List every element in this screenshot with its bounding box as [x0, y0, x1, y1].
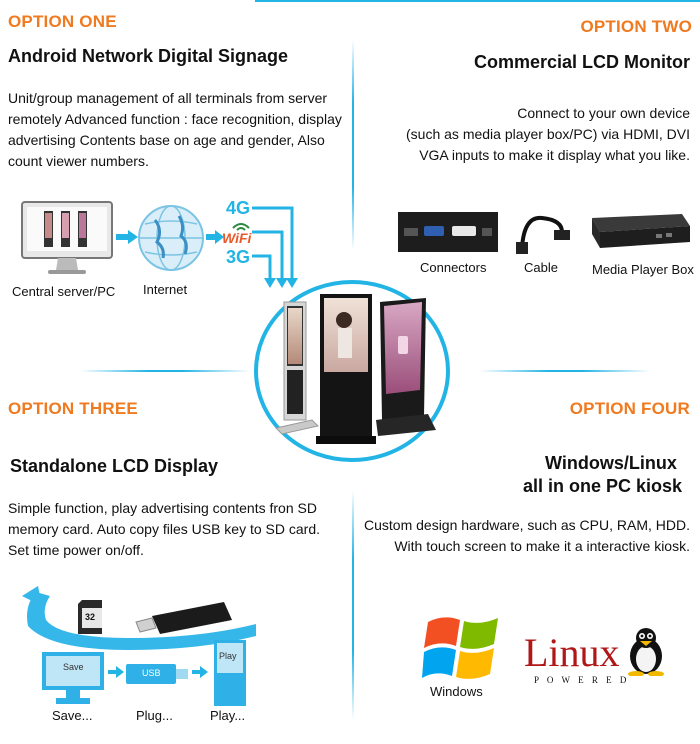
- play-kiosk-label: Play: [219, 651, 237, 661]
- caption-central-server: Central server/PC: [12, 284, 116, 299]
- option-three-desc-line: Simple function, play advertising conten…: [8, 500, 317, 516]
- sd-card-icon: [78, 600, 102, 634]
- caption-play: Play...: [210, 708, 246, 723]
- option-four-label: OPTION FOUR: [569, 399, 690, 418]
- option-three-title: Standalone LCD Display: [10, 456, 219, 476]
- linux-powered-label: P O W E R E D: [534, 675, 630, 685]
- option-three-label: OPTION THREE: [8, 399, 138, 418]
- network-3g-label: 3G: [226, 247, 251, 267]
- option-four-desc-line: With touch screen to make it a interacti…: [394, 538, 690, 554]
- kiosk-displays-image: [254, 280, 450, 462]
- option-two-title: Commercial LCD Monitor: [473, 52, 690, 72]
- option-four-title-line2: all in one PC kiosk: [523, 476, 683, 496]
- option-two-desc-line: Connect to your own device: [517, 105, 690, 121]
- arrow-right-icon: [206, 230, 224, 244]
- option-two-label: OPTION TWO: [580, 17, 692, 36]
- tux-penguin-icon: [628, 628, 664, 676]
- arrow-right-icon: [192, 666, 208, 678]
- play-kiosk-icon: [214, 640, 246, 706]
- linux-wordmark: Linux: [524, 630, 620, 675]
- option-four-desc-line: Custom design hardware, such as CPU, RAM…: [364, 517, 690, 533]
- caption-save: Save...: [52, 708, 93, 723]
- option-one-desc-line: count viewer numbers.: [8, 153, 149, 169]
- option-four-title-line1: Windows/Linux: [545, 453, 677, 473]
- top-right-rule: [255, 0, 700, 2]
- usb-drive-icon: [126, 664, 188, 684]
- option-one-desc-line: Unit/group management of all terminals f…: [8, 90, 328, 106]
- usb-drive-label: USB: [142, 668, 161, 678]
- save-screen-icon: [42, 652, 104, 704]
- connector-panel-icon: [398, 212, 498, 252]
- sd-card-capacity: 32: [85, 612, 96, 622]
- network-arrows: [252, 206, 298, 288]
- save-screen-label: Save: [63, 662, 84, 672]
- divider-left-mid: [80, 370, 250, 372]
- sd-usb-copy-illustration: [22, 586, 256, 650]
- option-three-desc-line: memory card. Auto copy files USB key to …: [8, 521, 321, 537]
- computer-monitor-icon: [21, 201, 113, 274]
- windows-logo-icon: [422, 617, 498, 679]
- arrow-right-icon: [116, 230, 138, 244]
- option-two-desc: Connect to your own device (such as medi…: [360, 103, 690, 166]
- option-one-title: Android Network Digital Signage: [8, 46, 289, 66]
- caption-plug: Plug...: [136, 708, 173, 723]
- caption-connectors: Connectors: [420, 260, 487, 275]
- usb-stick-icon: [135, 602, 232, 634]
- option-four-desc: Custom design hardware, such as CPU, RAM…: [350, 515, 690, 557]
- divider-bottom-center: [352, 490, 354, 720]
- option-two-desc-line: VGA inputs to make it display what you l…: [419, 147, 690, 163]
- divider-right-mid: [480, 370, 650, 372]
- option-one-desc-line: advertising Contents base on age and gen…: [8, 132, 325, 148]
- caption-media-player-box: Media Player Box: [592, 262, 694, 277]
- caption-cable: Cable: [524, 260, 558, 275]
- wifi-icon: [232, 223, 250, 231]
- network-wifi-label: WiFi: [222, 230, 252, 246]
- arrow-right-icon: [108, 666, 124, 678]
- caption-internet: Internet: [143, 282, 188, 297]
- option-one-label: OPTION ONE: [8, 12, 117, 31]
- divider-top-center: [352, 40, 354, 250]
- option-one-desc: Unit/group management of all terminals f…: [8, 88, 348, 172]
- media-player-box-icon: [592, 214, 690, 248]
- caption-windows: Windows: [430, 684, 483, 699]
- option-one-desc-line: remotely Advanced function : face recogn…: [8, 111, 342, 127]
- globe-icon: [138, 205, 204, 271]
- network-4g-label: 4G: [226, 198, 251, 218]
- option-three-desc: Simple function, play advertising conten…: [8, 498, 348, 561]
- option-three-desc-line: Set time power on/off.: [8, 542, 144, 558]
- option-two-desc-line: (such as media player box/PC) via HDMI, …: [406, 126, 690, 142]
- cable-icon: [516, 215, 570, 254]
